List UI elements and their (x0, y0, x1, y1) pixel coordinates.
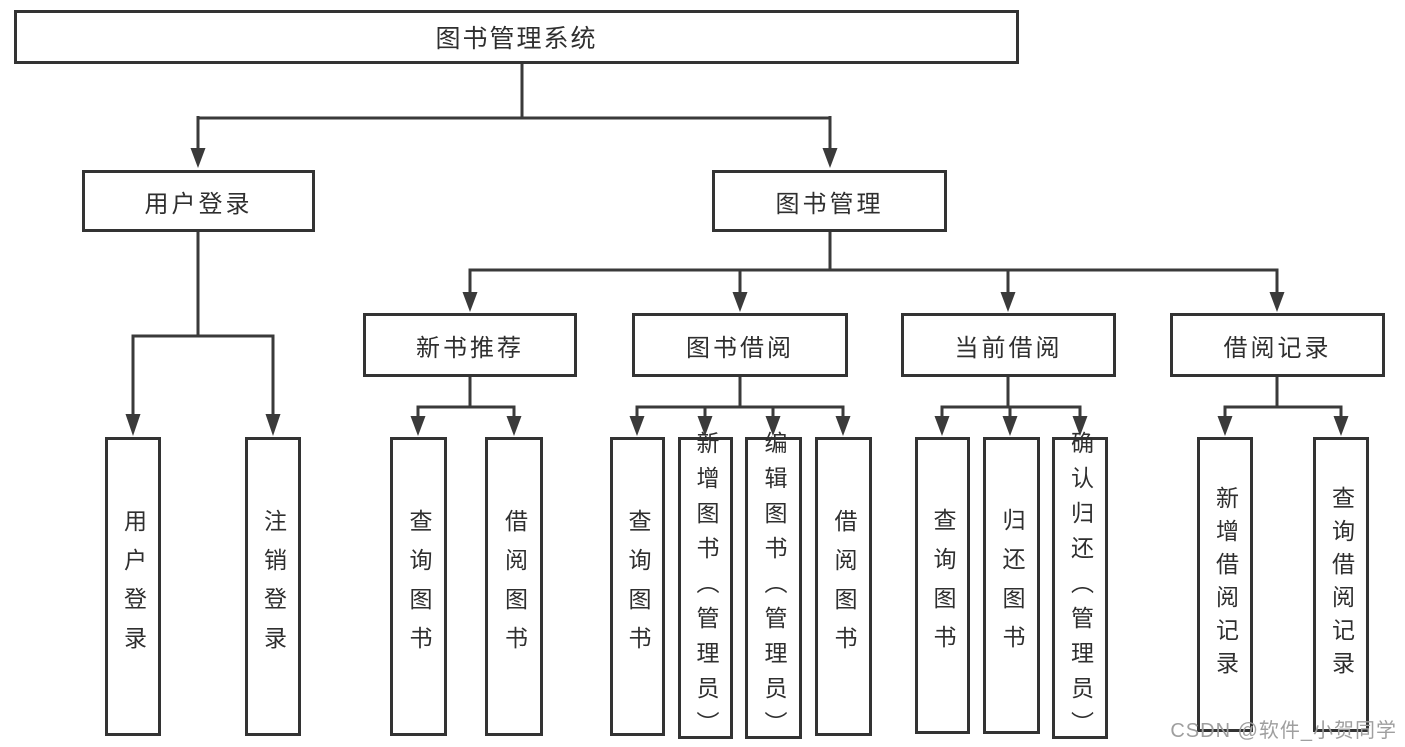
leaf-add-books-admin-label: 新增图书（管理员） (693, 430, 719, 746)
node-current-borrowing-label: 当前借阅 (954, 334, 1063, 362)
node-user-login: 用户登录 (82, 170, 315, 232)
node-library-system: 图书管理系统 (14, 10, 1019, 64)
node-library-system-label: 图书管理系统 (435, 25, 598, 53)
leaf-user-login: 用户登录 (105, 437, 161, 736)
leaf-query-books-recommend: 查询图书 (390, 437, 447, 736)
leaf-borrow-books: 借阅图书 (815, 437, 872, 736)
leaf-edit-books-admin-label: 编辑图书（管理员） (761, 430, 787, 746)
node-current-borrowing: 当前借阅 (901, 313, 1116, 377)
leaf-borrow-books-recommend-label: 借阅图书 (501, 508, 528, 665)
node-book-borrowing-label: 图书借阅 (686, 334, 794, 362)
leaf-add-borrow-record-label: 新增借阅记录 (1212, 485, 1239, 684)
node-book-borrowing: 图书借阅 (632, 313, 848, 377)
leaf-query-books-current: 查询图书 (915, 437, 970, 734)
leaf-add-books-admin: 新增图书（管理员） (678, 431, 733, 746)
leaf-logout-label: 注销登录 (260, 508, 287, 665)
leaf-logout: 注销登录 (245, 437, 301, 736)
leaf-return-books-label: 归还图书 (999, 507, 1025, 664)
leaf-borrow-books-label: 借阅图书 (831, 508, 857, 665)
node-new-book-recommend: 新书推荐 (363, 313, 577, 377)
leaf-query-books-recommend-label: 查询图书 (406, 508, 432, 665)
node-new-book-recommend-label: 新书推荐 (416, 334, 524, 362)
leaf-edit-books-admin: 编辑图书（管理员） (745, 431, 802, 746)
leaf-user-login-label: 用户登录 (120, 508, 147, 665)
leaf-borrow-books-recommend: 借阅图书 (485, 437, 543, 736)
leaf-confirm-return-admin-label: 确认归还（管理员） (1067, 430, 1094, 746)
leaf-add-borrow-record: 新增借阅记录 (1197, 437, 1253, 732)
leaf-return-books: 归还图书 (983, 437, 1040, 734)
leaf-confirm-return-admin: 确认归还（管理员） (1052, 431, 1108, 746)
leaf-query-borrow-record: 查询借阅记录 (1313, 437, 1369, 732)
node-borrowing-records-label: 借阅记录 (1223, 334, 1332, 362)
node-user-login-label: 用户登录 (144, 190, 253, 218)
leaf-query-books-current-label: 查询图书 (930, 507, 956, 664)
node-book-management: 图书管理 (712, 170, 947, 232)
leaf-query-borrow-record-label: 查询借阅记录 (1328, 485, 1355, 684)
node-book-management-label: 图书管理 (775, 190, 884, 218)
node-borrowing-records: 借阅记录 (1170, 313, 1385, 377)
leaf-query-books-borrow: 查询图书 (610, 437, 665, 736)
csdn-watermark: CSDN @软件_小贺同学 (1170, 720, 1397, 742)
leaf-query-books-borrow-label: 查询图书 (625, 508, 651, 665)
